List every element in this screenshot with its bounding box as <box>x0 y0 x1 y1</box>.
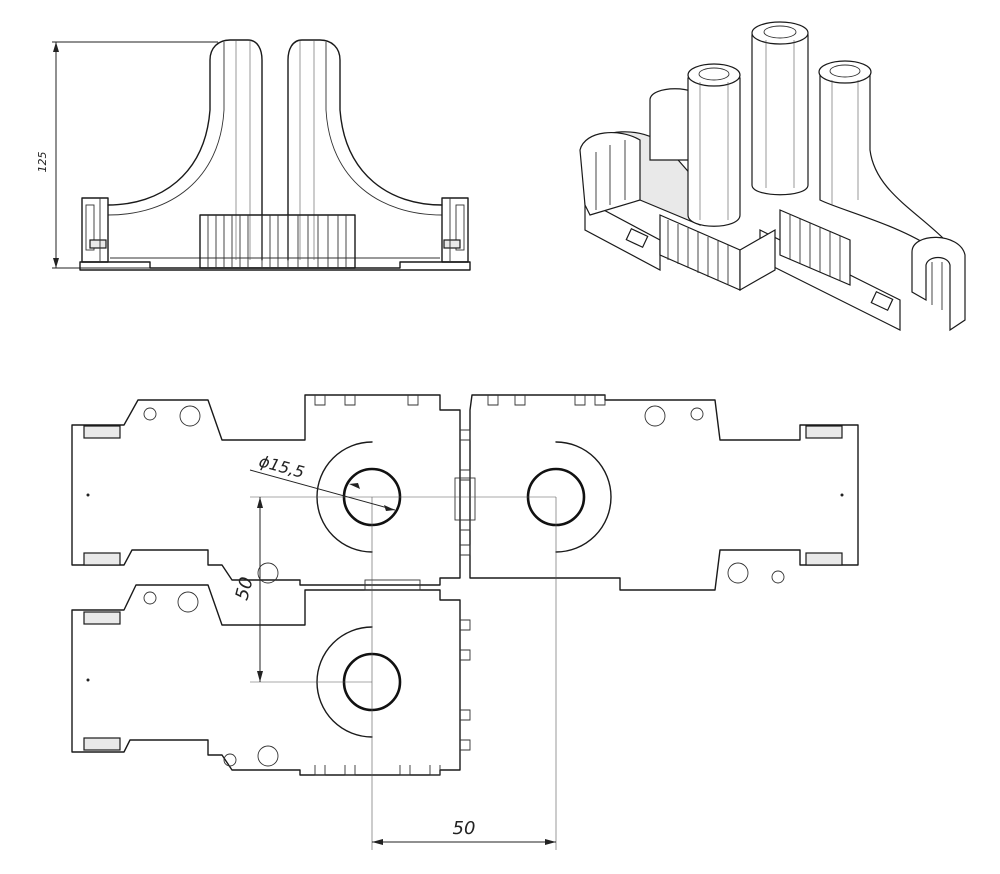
iso-ribs-right <box>789 214 841 281</box>
right-clip <box>441 197 469 263</box>
vertical-spacing-dimension: 50 <box>232 497 263 682</box>
isometric-view <box>579 21 966 332</box>
horizontal-spacing-dimension: 50 <box>372 818 556 845</box>
horizontal-spacing-label: 50 <box>453 818 476 839</box>
front-view: 125 <box>36 39 471 271</box>
diameter-dimension: ϕ15,5 <box>249 452 396 511</box>
left-clip <box>81 197 109 263</box>
height-dimension: 125 <box>36 41 218 269</box>
height-label: 125 <box>36 152 49 173</box>
plan-view: ϕ15,5 50 50 <box>71 394 859 850</box>
vertical-spacing-label: 50 <box>232 575 258 603</box>
iso-ribs-left <box>667 220 729 285</box>
edge-notches <box>314 395 606 776</box>
diameter-label: ϕ15,5 <box>257 452 307 482</box>
center-ribs <box>207 215 347 268</box>
